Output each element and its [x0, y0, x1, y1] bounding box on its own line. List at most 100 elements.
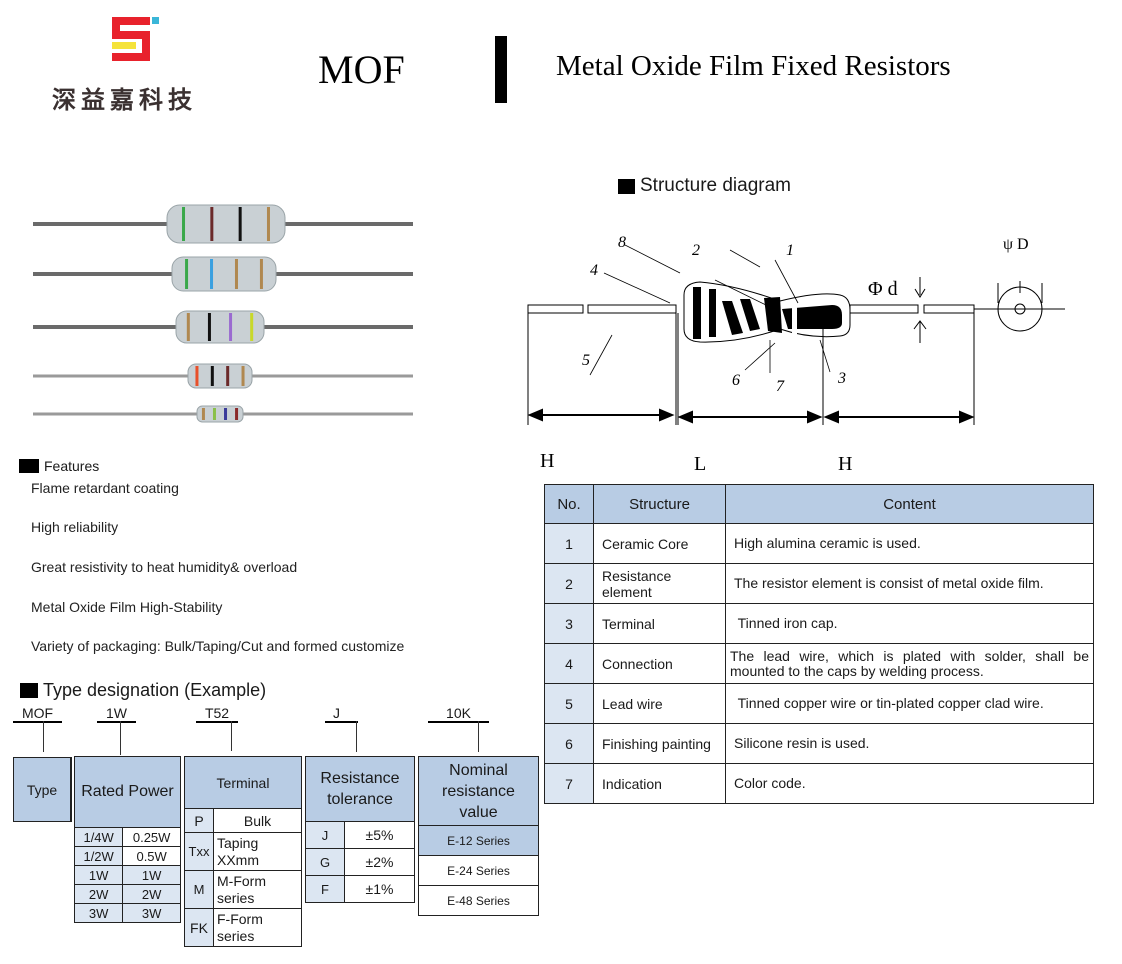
table-row: 3 Terminal Tinned iron cap.	[544, 603, 1094, 644]
resistor-body	[175, 310, 265, 344]
terminal-desc: Bulk	[213, 808, 302, 833]
tolerance-code: J	[305, 821, 345, 849]
row-content: Tinned copper wire or tin-plated copper …	[725, 683, 1094, 724]
column-header-no: No.	[544, 484, 594, 524]
structure-diagram-heading-text: Structure diagram	[640, 175, 792, 196]
product-code: MOF	[318, 47, 405, 92]
row-content: Color code.	[725, 763, 1094, 804]
product-title: Metal Oxide Film Fixed Resistors	[556, 50, 951, 82]
power-value: 0.25W	[122, 827, 181, 847]
row-no: 7	[544, 763, 594, 804]
table-row: 7 Indication Color code.	[544, 763, 1094, 804]
table-row: 4 Connection The lead wire, which is pla…	[544, 643, 1094, 684]
color-band	[212, 408, 216, 420]
structure-diagram-heading: Structure diagram	[618, 175, 791, 197]
row-no: 3	[544, 603, 594, 644]
column-header-structure: Structure	[593, 484, 726, 524]
row-no: 5	[544, 683, 594, 724]
connector-line	[478, 721, 479, 752]
bullet-square-icon	[19, 459, 39, 473]
color-band	[234, 259, 238, 289]
resistor-body	[166, 204, 286, 244]
row-no: 1	[544, 523, 594, 564]
table-row: 6 Finishing painting Silicone resin is u…	[544, 723, 1094, 764]
color-band	[201, 408, 205, 420]
title-divider	[495, 36, 507, 103]
color-band	[182, 207, 186, 241]
type-box: Type	[13, 757, 72, 822]
tolerance-value: ±2%	[344, 848, 415, 876]
resistor-body	[196, 405, 244, 423]
dimension-label-h-right: H	[838, 453, 853, 475]
right-lead-wire	[849, 304, 975, 314]
callout-5: 5	[582, 352, 590, 369]
nominal-series: E-48 Series	[418, 885, 539, 916]
color-band	[226, 366, 230, 386]
company-logo-mark	[112, 14, 162, 64]
color-band	[224, 408, 228, 420]
feature-item: Flame retardant coating	[31, 480, 179, 496]
power-code: 1/2W	[73, 846, 124, 866]
power-value: 2W	[122, 884, 181, 904]
terminal-desc: Taping XXmm	[213, 832, 302, 871]
dimension-label-h-left: H	[540, 450, 555, 472]
color-band	[210, 207, 214, 241]
tolerance-code: F	[305, 875, 345, 903]
power-code: 1/4W	[73, 827, 124, 847]
power-code: 3W	[73, 903, 124, 923]
row-no: 4	[544, 643, 594, 684]
nominal-series: E-24 Series	[418, 855, 539, 886]
structure-table-header: No. Structure Content	[544, 484, 1094, 524]
callout-7: 7	[776, 378, 785, 395]
terminal-header: Terminal	[184, 756, 302, 809]
example-code-terminal: T52	[196, 705, 238, 723]
structure-diagram: 8 2 1 4 5 6 7 3 Φ d ψ D	[520, 225, 1120, 475]
column-header-content: Content	[725, 484, 1094, 524]
tolerance-table: Resistance tolerance J±5% G±2% F±1%	[305, 756, 415, 903]
example-code-resistance: 10K	[428, 705, 489, 723]
dimension-label-l: L	[694, 453, 707, 475]
resistor-photo-item	[33, 204, 413, 244]
color-band	[238, 207, 242, 241]
body-diameter-label: ψ D	[1003, 236, 1029, 253]
power-value: 0.5W	[122, 846, 181, 866]
resistor-photo-item	[33, 256, 413, 292]
callout-2: 2	[692, 242, 700, 259]
color-band	[250, 313, 254, 341]
tolerance-value: ±1%	[344, 875, 415, 903]
row-structure: Resistance element	[593, 563, 726, 604]
table-row: F±1%	[305, 875, 415, 903]
color-band	[235, 408, 239, 420]
resistor-body	[187, 363, 253, 389]
table-row: 2 Resistance element The resistor elemen…	[544, 563, 1094, 604]
type-designation-heading: Type designation (Example)	[20, 680, 266, 701]
table-row: G±2%	[305, 848, 415, 876]
tolerance-header: Resistance tolerance	[305, 756, 415, 822]
power-code: 1W	[73, 865, 124, 885]
rated-power-header: Rated Power	[74, 756, 181, 828]
terminal-desc: M-Form series	[213, 870, 302, 909]
lead-diameter-label: Φ d	[868, 278, 898, 300]
table-row: E-12 Series	[418, 825, 539, 856]
callout-4: 4	[590, 262, 598, 279]
row-structure: Ceramic Core	[593, 523, 726, 564]
color-band	[185, 259, 189, 289]
callout-8: 8	[618, 234, 626, 251]
resistor-body	[683, 281, 851, 343]
structure-table: No. Structure Content 1 Ceramic Core Hig…	[544, 484, 1094, 804]
terminal-code: M	[184, 870, 214, 909]
type-box-label: Type	[26, 781, 58, 798]
feature-item: Variety of packaging: Bulk/Taping/Cut an…	[31, 638, 405, 654]
connector-line	[356, 721, 357, 752]
connector-line	[120, 721, 121, 755]
row-no: 6	[544, 723, 594, 764]
color-band	[195, 366, 199, 386]
resistor-photo-item	[33, 310, 413, 344]
